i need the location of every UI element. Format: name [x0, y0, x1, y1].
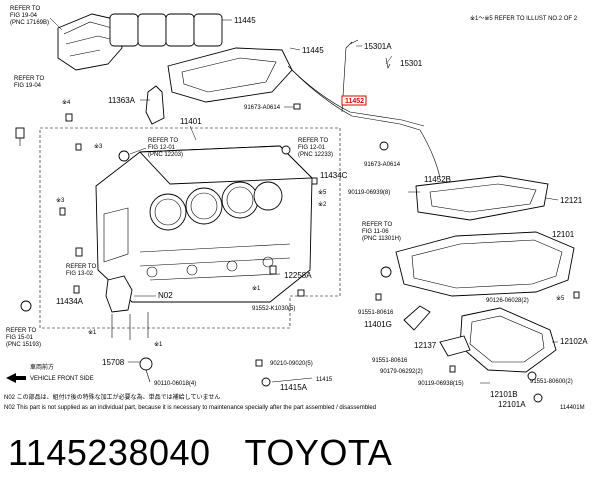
mark-s5b: ※5	[556, 295, 565, 302]
note-jp: N02 この部品は、組付け後の特殊な加工が必要な為、単品では補給していません	[4, 393, 220, 401]
part-15708: 15708	[102, 358, 125, 367]
mark-s1c: ※1	[252, 285, 261, 292]
caption-brand: TOYOTA	[244, 432, 393, 473]
part-11445-top: 11445	[234, 16, 256, 25]
part-N02: N02	[158, 291, 173, 300]
part-12137: 12137	[414, 341, 437, 350]
part-12102A: 12102A	[560, 337, 588, 346]
ref-fig11-l3: (PNC 11301H)	[362, 236, 401, 242]
part-90119-938: 90119-06938(15)	[418, 381, 464, 387]
ref-fig12b-l1: REFER TO	[298, 138, 328, 144]
ref-fig19a-l1: REFER TO	[10, 6, 40, 12]
part-12101B: 12101B	[490, 390, 518, 399]
mark-s2a: ※2	[318, 201, 327, 208]
part-12101A: 12101A	[498, 400, 526, 409]
ref-fig19a-l2: FIG 19-04	[10, 13, 38, 19]
cover-gasket	[167, 47, 293, 103]
direction-en: VEHICLE FRONT SIDE	[30, 376, 94, 382]
part-91551-600: 91551-80600(2)	[530, 379, 573, 385]
ref-fig19b-l1: REFER TO	[14, 76, 44, 82]
part-11452B: 11452B	[424, 175, 451, 184]
ref-fig15-l1: REFER TO	[6, 328, 36, 334]
part-12121: 12121	[560, 196, 583, 205]
ref-fig12a-l2: FIG 12-01	[148, 145, 176, 151]
part-91551-616b: 91551-80616	[372, 358, 408, 364]
valley-cover-group	[109, 13, 223, 47]
part-91552: 91552-K1030(5)	[252, 306, 295, 312]
part-90126: 90126-06028(2)	[486, 298, 529, 304]
oring-left	[20, 300, 32, 312]
ref-fig19a-l3: (PNC 17169B)	[10, 20, 49, 26]
part-11434A: 11434A	[56, 297, 84, 306]
part-91551-616: 91551-80616	[358, 310, 394, 316]
part-11415A: 11415A	[280, 383, 308, 392]
part-91673-a: 91673-A0614	[244, 105, 281, 111]
oil-pan-upper	[395, 231, 575, 297]
ref-fig15-l2: FIG 15-01	[6, 335, 34, 341]
part-90119-939: 90119-06939(8)	[348, 190, 390, 196]
ref-fig13-l1: REFER TO	[66, 264, 96, 270]
part-11445-b: 11445	[302, 46, 324, 55]
part-90179: 90179-06292(2)	[380, 369, 423, 375]
block-enclosure	[39, 127, 341, 329]
part-11401: 11401	[180, 117, 202, 126]
heat-shield	[57, 13, 123, 71]
ref-fig19b-l2: FIG 19-04	[14, 83, 42, 89]
ref-fig11-l1: REFER TO	[362, 222, 392, 228]
part-91673-b: 91673-A0614	[364, 162, 401, 168]
mark-s3a: ※3	[56, 197, 65, 204]
parts-diagram: ※1〜※5 REFER TO ILLUST NO.2 OF 2 REFER TO…	[4, 6, 588, 411]
mark-s5a: ※5	[318, 189, 327, 196]
part-12101: 12101	[552, 230, 575, 239]
part-90110: 90110-06018(4)	[154, 381, 196, 387]
front-arrow-icon	[6, 373, 26, 383]
cover-12121	[415, 175, 549, 221]
part-90210: 90210-09020(5)	[270, 361, 313, 367]
part-15708-shape	[139, 357, 153, 371]
part-11401G: 11401G	[364, 320, 392, 329]
oil-pan-lower	[459, 307, 557, 373]
highlight-box	[341, 95, 367, 106]
part-11415: 11415	[316, 377, 333, 383]
ref-fig12b-l3: (PNC 12233)	[298, 152, 333, 158]
part-12258A: 12258A	[284, 271, 312, 280]
ref-fig12a-l3: (PNC 12203)	[148, 152, 183, 158]
cylinder-block	[95, 145, 314, 303]
n02-bracket	[105, 275, 133, 313]
sensor-left	[15, 127, 25, 139]
mark-s1a: ※1	[88, 329, 97, 336]
direction-jp: 車両前方	[30, 363, 54, 371]
part-11363A: 11363A	[108, 96, 136, 105]
note-en: N02 This part is not supplied as an indi…	[4, 405, 376, 411]
ref-fig13-l2: FIG 13-02	[66, 271, 94, 277]
part-11434C: 11434C	[320, 171, 348, 180]
part-15301: 15301	[400, 59, 423, 68]
caption: 1145238040 TOYOTA	[8, 432, 392, 474]
oil-strainer	[439, 335, 471, 357]
illustration-number: 114401M	[560, 405, 585, 411]
ref-fig12b-l2: FIG 12-01	[298, 145, 326, 151]
mark-s1b: ※1	[154, 341, 163, 348]
bracket-11363A	[145, 85, 165, 125]
ref-fig15-l3: (PNC 15193)	[6, 342, 41, 348]
ref-fig12a-l1: REFER TO	[148, 138, 178, 144]
header-note: ※1〜※5 REFER TO ILLUST NO.2 OF 2	[470, 15, 578, 22]
mark-s4a: ※4	[62, 99, 71, 106]
main-bolts	[111, 312, 149, 340]
caption-part-number: 1145238040	[8, 432, 211, 473]
ref-fig11-l2: FIG 11-06	[362, 229, 389, 235]
mark-s3b: ※3	[94, 143, 103, 150]
part-15301A: 15301A	[364, 42, 392, 51]
part-11452-highlight: 11452	[345, 98, 364, 105]
